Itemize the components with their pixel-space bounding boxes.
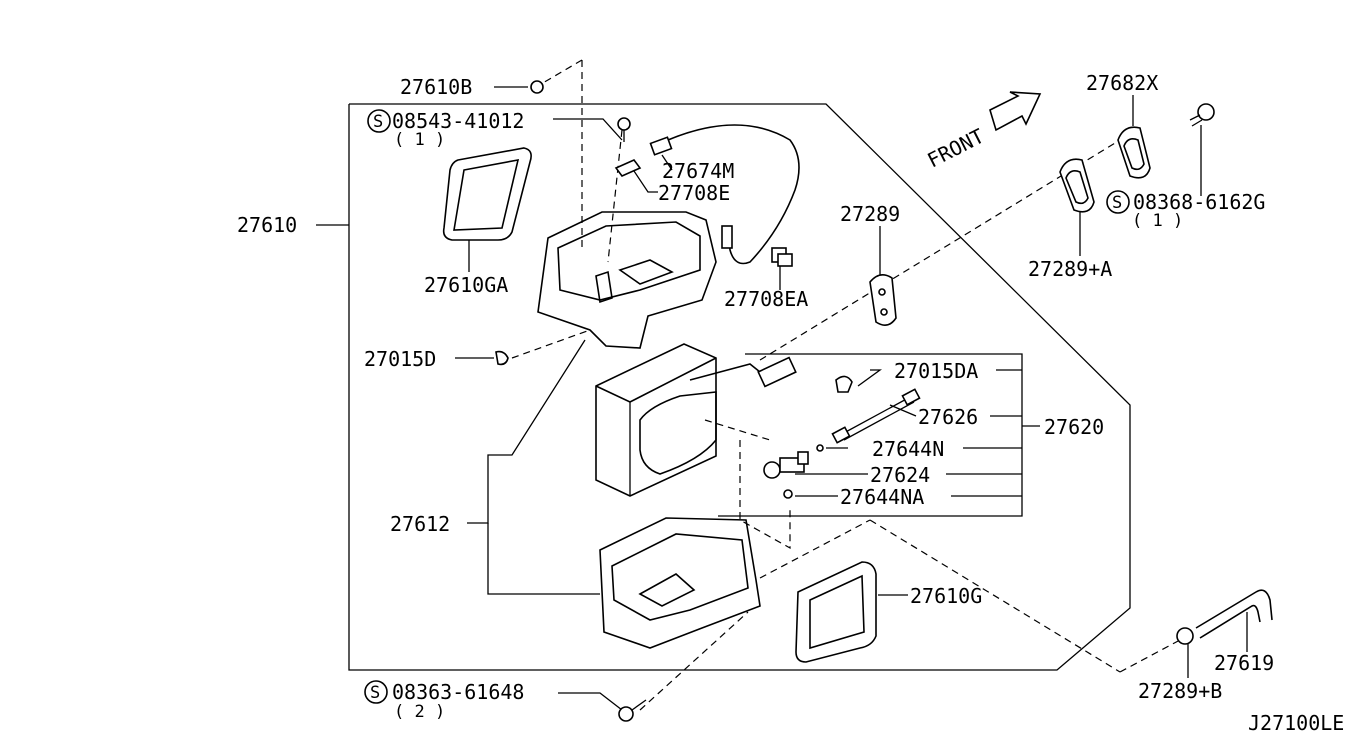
front-label: FRONT xyxy=(923,124,988,173)
label-08543-qty: ( 1 ) xyxy=(394,130,445,150)
svg-text:S: S xyxy=(370,683,380,703)
label-27644NA: 27644NA xyxy=(840,485,924,509)
label-08363: 08363-61648 xyxy=(392,680,524,704)
label-27289: 27289 xyxy=(840,202,900,226)
front-arrow-icon xyxy=(989,91,1042,132)
label-27610: 27610 xyxy=(237,213,297,237)
leader-08543 xyxy=(553,118,623,141)
label-27610B: 27610B xyxy=(400,75,472,99)
screw-08368-icon xyxy=(1189,103,1215,127)
figure-id: J27100LE xyxy=(1248,711,1344,735)
label-27708E: 27708E xyxy=(658,181,730,205)
oring-27644N-icon xyxy=(816,444,824,452)
label-08543: 08543-41012 xyxy=(392,109,524,133)
dash-case-r xyxy=(759,519,871,579)
seal-27610G-icon xyxy=(795,561,877,663)
screw-08363-icon xyxy=(618,699,647,722)
dash-drain-b xyxy=(1119,639,1181,673)
grommet-27289B-icon xyxy=(1176,627,1194,645)
screw-symbol-08368: S xyxy=(1106,190,1130,214)
leader-27612-top xyxy=(467,339,586,524)
dash-case-drain xyxy=(869,519,1121,673)
dash-27610B xyxy=(535,59,583,88)
dash-screw xyxy=(607,129,623,263)
dash-08363 xyxy=(639,611,749,711)
seal-27610GA-icon xyxy=(442,147,532,241)
label-27015D: 27015D xyxy=(364,347,436,371)
clip-27708EA-icon xyxy=(771,247,793,267)
label-08363-qty: ( 2 ) xyxy=(394,702,445,722)
upper-case-icon xyxy=(537,211,717,349)
dash-27015D xyxy=(511,329,591,359)
svg-text:S: S xyxy=(373,112,383,132)
label-27644N: 27644N xyxy=(872,437,944,461)
grommet-27289A-icon xyxy=(1059,158,1095,213)
screw-symbol-08363: S xyxy=(364,680,388,704)
drain-hose-27619-icon xyxy=(1195,589,1273,639)
label-27682X: 27682X xyxy=(1086,71,1158,95)
leader-27674M xyxy=(661,154,673,171)
evaporator-core-icon xyxy=(595,343,761,497)
harness-27674M-icon xyxy=(649,124,800,265)
leader-27015DA xyxy=(857,369,882,387)
label-27289A: 27289+A xyxy=(1028,257,1112,281)
label-27289B: 27289+B xyxy=(1138,679,1222,703)
leader-27708E xyxy=(631,167,658,193)
label-27610GA: 27610GA xyxy=(424,273,508,297)
screw-08543-icon xyxy=(617,117,631,142)
pipe-27626-icon xyxy=(831,388,921,444)
dash-pipe-front xyxy=(759,139,1121,361)
lower-case-icon xyxy=(599,517,761,649)
dash-valve xyxy=(739,440,791,550)
label-27626: 27626 xyxy=(918,405,978,429)
grommet-27682X-icon xyxy=(1117,126,1151,179)
label-08368: 08368-6162G xyxy=(1133,190,1265,214)
leader-27612-bot xyxy=(487,523,600,595)
label-27610G: 27610G xyxy=(910,584,982,608)
leader-08363 xyxy=(558,692,623,711)
label-27624: 27624 xyxy=(870,463,930,487)
label-27708EA: 27708EA xyxy=(724,287,808,311)
leader-27626-l xyxy=(889,404,917,417)
oring-27644NA-icon xyxy=(783,489,793,499)
label-27015DA: 27015DA xyxy=(894,359,978,383)
grommet-27289-icon xyxy=(869,274,897,326)
valve-27624-icon xyxy=(763,451,809,479)
svg-text:S: S xyxy=(1112,193,1122,213)
clip-27610B-icon xyxy=(530,80,544,94)
label-08368-qty: ( 1 ) xyxy=(1132,211,1183,231)
assembly-outline xyxy=(348,103,1131,671)
subassembly-bracket xyxy=(718,353,1023,517)
clip-27015D-icon xyxy=(495,350,509,366)
screw-symbol-08543: S xyxy=(367,109,391,133)
pipe-27015DA-icon xyxy=(757,356,853,393)
label-27674M: 27674M xyxy=(662,159,734,183)
dash-valve-2 xyxy=(704,419,771,441)
label-27619: 27619 xyxy=(1214,651,1274,675)
bracket-27708E-icon xyxy=(614,159,642,177)
label-27620: 27620 xyxy=(1044,415,1104,439)
label-27612: 27612 xyxy=(390,512,450,536)
